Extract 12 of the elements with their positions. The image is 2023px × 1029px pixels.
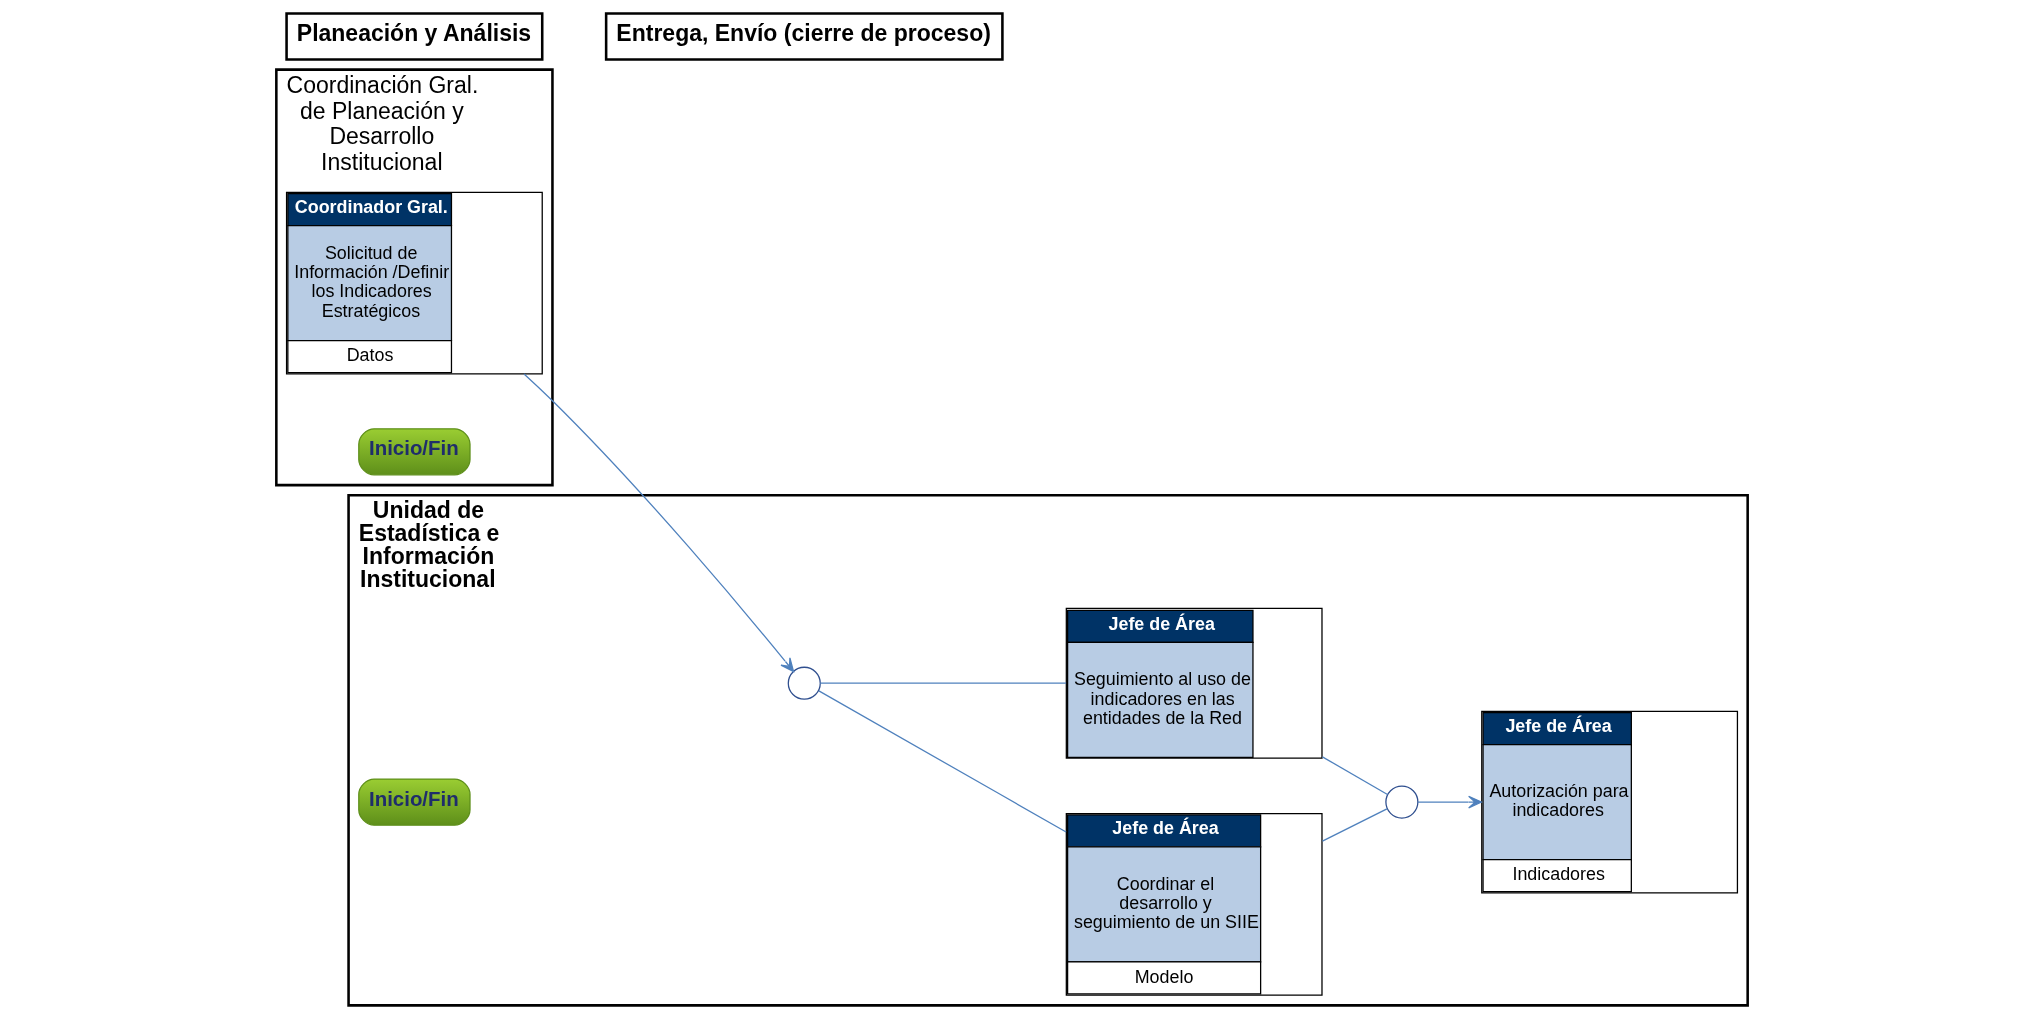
node-box: Inicio/Fin	[357, 778, 471, 826]
label: Entrega, Envío (cierre de proceso)	[615, 19, 991, 46]
connector	[1321, 756, 1388, 796]
arrow	[1416, 795, 1482, 809]
connector	[819, 682, 1067, 684]
arrow	[522, 373, 794, 673]
node-box: Inicio/Fin	[357, 428, 471, 476]
label: Planeación y Análisis	[296, 19, 531, 46]
node-circle	[787, 666, 821, 700]
connector	[1321, 808, 1388, 842]
node-circle	[1384, 785, 1418, 819]
connector	[817, 690, 1067, 833]
